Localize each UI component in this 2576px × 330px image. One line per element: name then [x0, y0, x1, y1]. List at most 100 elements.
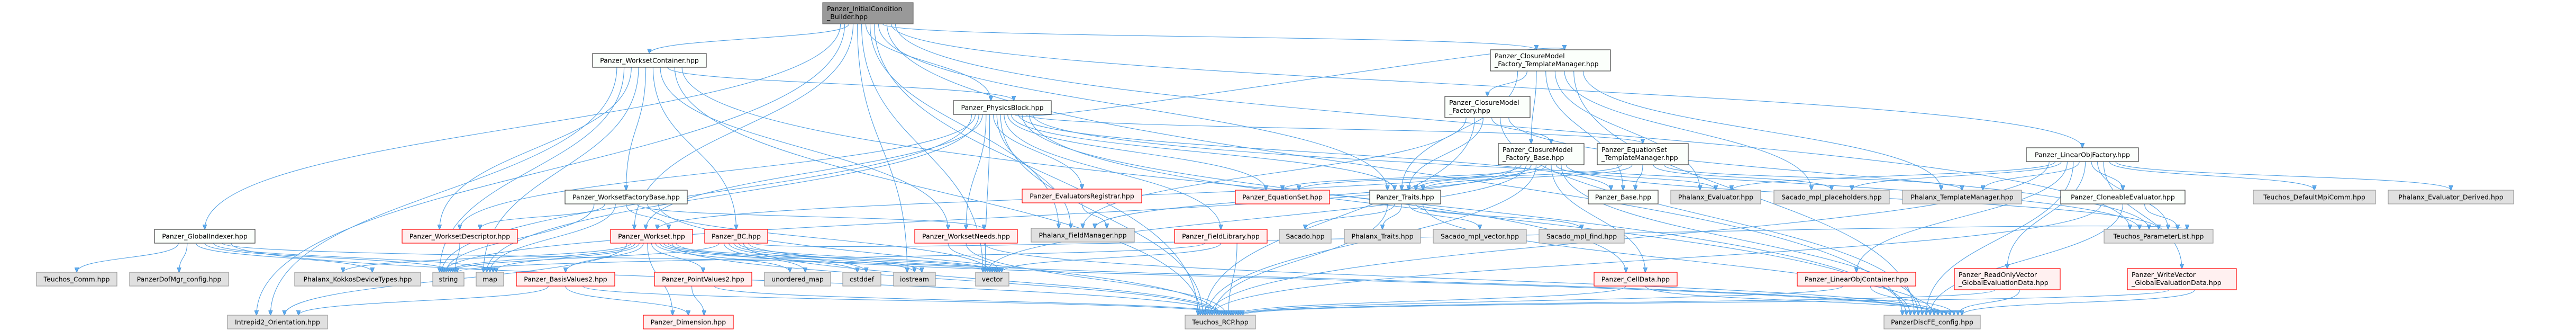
- edge-bc-to-discfe: [748, 243, 1942, 315]
- node-cmf[interactable]: Panzer_ClosureModel_Factory.hpp: [1444, 96, 1531, 118]
- edge-rov-to-rcp: [1240, 289, 1996, 315]
- edge-cmfb-to-celldata: [1551, 164, 1645, 272]
- edge-wsfb-to-ws: [625, 203, 669, 229]
- node-loc[interactable]: Panzer_LinearObjContainer.hpp: [1797, 272, 1916, 287]
- node-ptraits[interactable]: Phalanx_Traits.hpp: [1344, 229, 1421, 244]
- node-wv[interactable]: Panzer_WriteVector_GlobalEvaluationData.…: [2127, 268, 2237, 290]
- edge-cmfb-to-traits: [1416, 164, 1546, 190]
- edge-pb-to-wsn: [966, 114, 987, 229]
- node-pv2[interactable]: Panzer_PointValues2.hpp: [654, 272, 752, 287]
- node-ws[interactable]: Panzer_Workset.hpp: [610, 229, 693, 244]
- edge-loc-to-discfe: [1870, 286, 1954, 315]
- node-box: [1773, 190, 1890, 204]
- node-umap[interactable]: unordered_map: [764, 272, 831, 287]
- edge-traits-to-sacado: [1305, 203, 1395, 229]
- node-smp[interactable]: Sacado_mpl_placeholders.hpp: [1773, 190, 1890, 204]
- node-mpicomm[interactable]: Teuchos_DefaultMpiComm.hpp: [2253, 190, 2376, 204]
- node-pev[interactable]: Phalanx_Evaluator.hpp: [1670, 190, 1761, 204]
- node-label: Phalanx_FieldManager.hpp: [1039, 231, 1126, 239]
- edge-pb-to-wsd: [460, 114, 976, 229]
- edge-estm-to-eqs: [1299, 164, 1622, 190]
- node-pb[interactable]: Panzer_PhysicsBlock.hpp: [953, 100, 1052, 115]
- node-wsn[interactable]: Panzer_WorksetNeeds.hpp: [914, 229, 1018, 244]
- node-box: [516, 272, 615, 287]
- node-intrepid[interactable]: Intrepid2_Orientation.hpp: [227, 315, 328, 329]
- edge-lof-to-evder: [2115, 161, 2451, 190]
- edge-cmf-to-plist: [1508, 117, 2149, 229]
- node-label: Panzer_LinearObjContainer.hpp: [1805, 275, 1908, 283]
- node-traits[interactable]: Panzer_Traits.hpp: [1369, 190, 1441, 204]
- edge-gi-to-vector: [222, 243, 997, 272]
- node-rov[interactable]: Panzer_ReadOnlyVector_GlobalEvaluationDa…: [1954, 268, 2061, 290]
- node-root[interactable]: Panzer_InitialCondition_Builder.hpp: [822, 2, 914, 24]
- node-base[interactable]: Panzer_Base.hpp: [1588, 190, 1659, 204]
- node-ptm[interactable]: Phalanx_TemplateManager.hpp: [1902, 190, 2022, 204]
- node-evr[interactable]: Panzer_EvaluatorsRegistrar.hpp: [1022, 189, 1142, 203]
- edge-estm-to-traits: [1423, 164, 1633, 190]
- edge-lof-to-rcp: [1210, 161, 2050, 315]
- node-sacado[interactable]: Sacado.hpp: [1279, 229, 1332, 244]
- node-label: Panzer_BasisValues2.hpp: [524, 275, 607, 283]
- node-eqs[interactable]: Panzer_EquationSet.hpp: [1235, 190, 1330, 204]
- edge-lof-to-pev: [1732, 161, 2056, 190]
- edge-cmftm-to-cmf: [1488, 70, 1527, 96]
- node-iostream[interactable]: iostream: [893, 272, 936, 287]
- node-bc[interactable]: Panzer_BC.hpp: [704, 229, 768, 244]
- node-box: [1279, 229, 1332, 244]
- node-evder[interactable]: Phalanx_Evaluator_Derived.hpp: [2388, 190, 2514, 204]
- node-box: [2253, 190, 2376, 204]
- node-gi[interactable]: Panzer_GlobalIndexer.hpp: [154, 229, 256, 244]
- edge-lof-to-rov: [2007, 161, 2086, 269]
- node-box: [1597, 143, 1689, 165]
- node-label: _TemplateManager.hpp: [1601, 154, 1678, 162]
- node-plist[interactable]: Teuchos_ParameterList.hpp: [2104, 229, 2214, 244]
- node-bv2[interactable]: Panzer_BasisValues2.hpp: [516, 272, 615, 287]
- node-pfm[interactable]: Phalanx_FieldManager.hpp: [1031, 228, 1135, 243]
- node-box: [402, 229, 518, 244]
- node-rcp[interactable]: Teuchos_RCP.hpp: [1185, 315, 1256, 329]
- node-discfe[interactable]: PanzerDiscFE_config.hpp: [1883, 315, 1981, 329]
- node-box: [2388, 190, 2514, 204]
- node-string[interactable]: string: [432, 272, 465, 287]
- edge-wsc-to-wsn: [660, 67, 948, 229]
- node-tcomm[interactable]: Teuchos_Comm.hpp: [36, 272, 117, 287]
- node-box: [2104, 229, 2214, 244]
- node-dim[interactable]: Panzer_Dimension.hpp: [643, 315, 734, 329]
- node-smf[interactable]: Sacado_mpl_find.hpp: [1539, 229, 1625, 244]
- node-label: map: [483, 275, 497, 283]
- edge-wsc-to-wsfb: [626, 67, 647, 190]
- edge-cmfb-to-discfe: [1561, 164, 1922, 315]
- node-map[interactable]: map: [476, 272, 504, 287]
- edge-lof-to-mpicomm: [2109, 161, 2314, 190]
- node-wsd[interactable]: Panzer_WorksetDescriptor.hpp: [402, 229, 518, 244]
- node-smv[interactable]: Sacado_mpl_vector.hpp: [1433, 229, 1527, 244]
- node-kokkos[interactable]: Phalanx_KokkosDeviceTypes.hpp: [294, 272, 421, 287]
- node-cmfb[interactable]: Panzer_ClosureModel_Factory_Base.hpp: [1498, 143, 1585, 165]
- edge-wsc-to-pb: [667, 67, 1014, 101]
- node-lof[interactable]: Panzer_LinearObjFactory.hpp: [2026, 147, 2139, 162]
- node-cstddef[interactable]: cstddef: [842, 272, 881, 287]
- node-label: Panzer_PhysicsBlock.hpp: [961, 104, 1044, 112]
- node-wsc[interactable]: Panzer_WorksetContainer.hpp: [592, 53, 707, 68]
- node-label: vector: [982, 275, 1004, 283]
- node-label: Teuchos_Comm.hpp: [43, 275, 110, 283]
- node-fl[interactable]: Panzer_FieldLibrary.hpp: [1174, 229, 1268, 244]
- edge-wsfb-to-wsd: [480, 203, 605, 229]
- edge-root-to-traits: [878, 23, 1387, 190]
- node-box: [1594, 272, 1678, 287]
- edge-pb-to-eqs: [1007, 114, 1266, 190]
- node-dofcfg[interactable]: PanzerDofMgr_config.hpp: [129, 272, 229, 287]
- node-estm[interactable]: Panzer_EquationSet_TemplateManager.hpp: [1597, 143, 1689, 165]
- edge-gi-to-kokkos: [195, 243, 372, 272]
- node-clone[interactable]: Panzer_CloneableEvaluator.hpp: [2060, 190, 2186, 204]
- edge-wsc-to-intrepid: [270, 67, 617, 315]
- edge-pb-to-evr: [993, 114, 1082, 189]
- node-vector[interactable]: vector: [975, 272, 1009, 287]
- node-wsfb[interactable]: Panzer_WorksetFactoryBase.hpp: [565, 190, 688, 204]
- node-box: [1185, 315, 1256, 329]
- node-celldata[interactable]: Panzer_CellData.hpp: [1594, 272, 1678, 287]
- node-box: [476, 272, 504, 287]
- node-cmftm[interactable]: Panzer_ClosureModel_Factory_TemplateMana…: [1490, 49, 1611, 72]
- edge-wv-to-rcp: [1243, 289, 2170, 315]
